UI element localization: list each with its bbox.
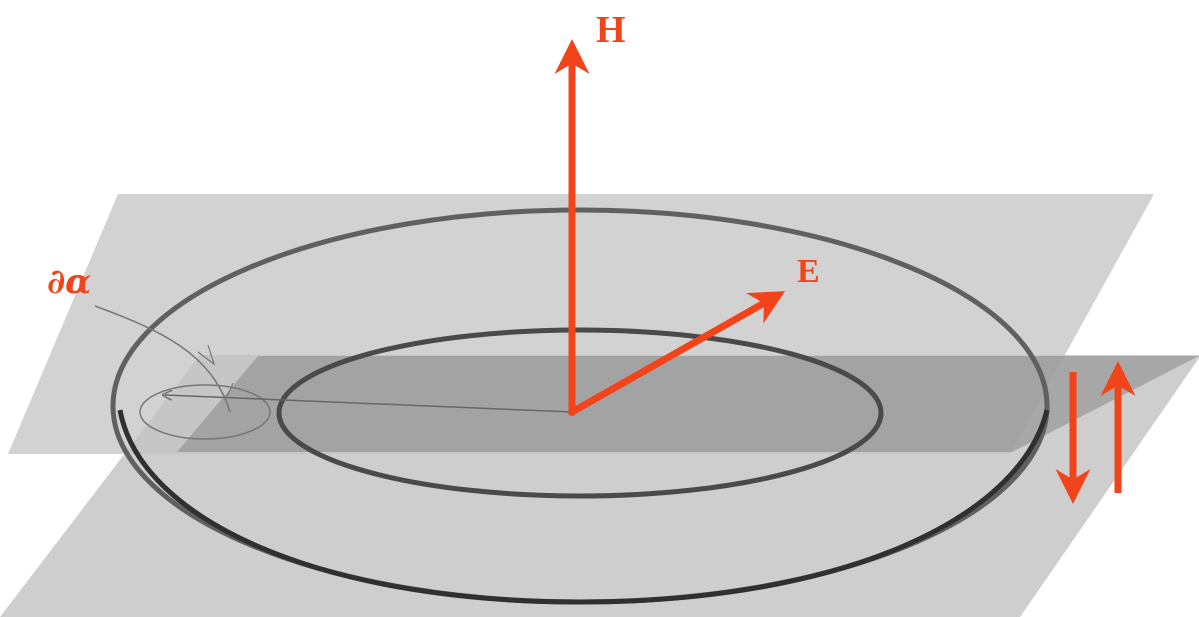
boundary-pointer-tick-1 xyxy=(197,344,216,366)
origin-point xyxy=(568,408,576,416)
h-vector-label: H xyxy=(596,9,626,51)
overlap-band xyxy=(177,356,1199,452)
outer-ring-lower-shadow xyxy=(117,409,1050,605)
radius-pointer-line xyxy=(165,395,573,413)
boundary-label: ∂α xyxy=(47,262,91,302)
inner-ring xyxy=(276,327,884,499)
e-vector-label: E xyxy=(797,253,820,290)
e-vector-arrow xyxy=(570,291,786,416)
boundary-pointer-tick-2 xyxy=(214,379,234,401)
boundary-loop xyxy=(139,384,271,440)
